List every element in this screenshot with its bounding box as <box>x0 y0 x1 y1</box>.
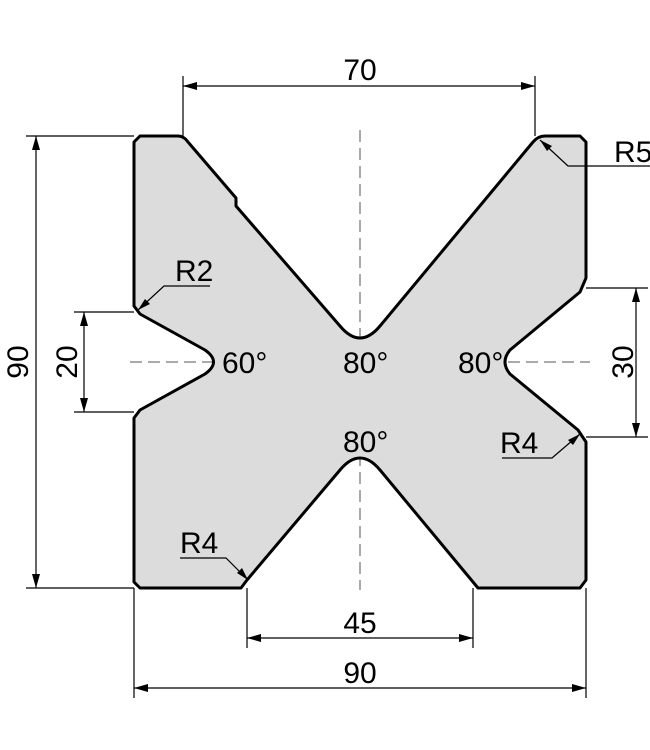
dim-left-arrow-top <box>32 136 40 150</box>
leader-r4-right-arrow <box>568 434 580 445</box>
dim-bottomopen-arrow-right <box>459 634 473 642</box>
dim-width-arrow-left <box>134 684 148 692</box>
label-r5: R5 <box>614 136 650 169</box>
label-r4-bottom: R4 <box>180 527 218 560</box>
dim-width-arrow-right <box>572 684 586 692</box>
leader-r5-arrow <box>540 140 552 151</box>
angle-right: 80° <box>458 347 503 380</box>
label-r4-right: R4 <box>500 427 538 460</box>
leader-r2-arrow <box>138 299 150 310</box>
dim-leftopen-arrow-top <box>80 312 88 326</box>
dim-rightopen-value: 30 <box>607 345 640 378</box>
leader-r4-bottom-arrow <box>237 568 248 580</box>
dim-rightopen-arrow-bottom <box>632 423 640 437</box>
dim-top-arrow-right <box>521 82 535 90</box>
dim-left-value: 90 <box>2 345 35 378</box>
label-r2: R2 <box>175 255 213 288</box>
dim-bottomopen-arrow-left <box>247 634 261 642</box>
angle-left: 60° <box>222 347 267 380</box>
angle-bottom: 80° <box>343 426 388 459</box>
die-body <box>132 134 588 590</box>
dim-top-arrow-left <box>183 82 197 90</box>
angle-top: 80° <box>343 347 388 380</box>
dim-width-value: 90 <box>343 657 376 690</box>
dim-left-arrow-bottom <box>32 574 40 588</box>
dim-bottomopen-value: 45 <box>343 607 376 640</box>
dim-leftopen-arrow-bottom <box>80 398 88 412</box>
dim-rightopen-arrow-top <box>632 288 640 302</box>
dim-top-value: 70 <box>343 54 376 87</box>
dim-leftopen-value: 20 <box>51 345 84 378</box>
